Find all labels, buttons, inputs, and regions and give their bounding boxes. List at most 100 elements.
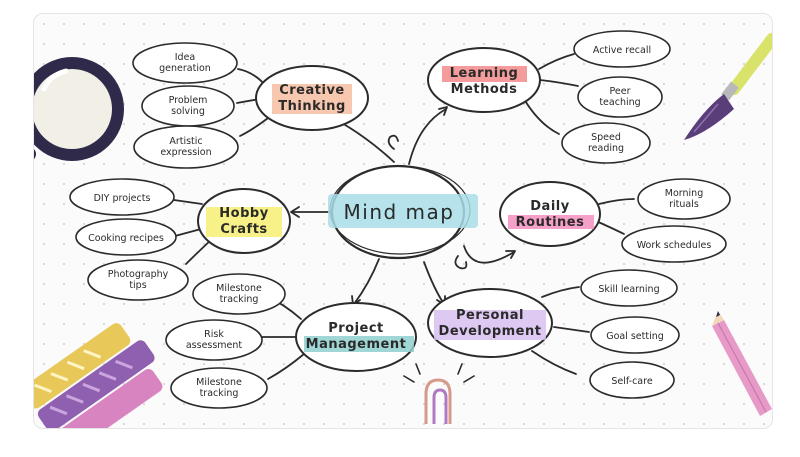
leaf-outline bbox=[75, 218, 177, 256]
connector-center-daily bbox=[463, 245, 515, 264]
branch-daily-routines[interactable]: Daily Routines bbox=[499, 181, 601, 247]
leaf-label-line2: teaching bbox=[599, 97, 640, 108]
branch-label-line1: Personal bbox=[456, 308, 524, 323]
leaf-cooking-recipes[interactable]: Cooking recipes bbox=[75, 218, 177, 256]
paperclip-icon bbox=[403, 363, 475, 424]
leaf-label-line1: Idea bbox=[175, 52, 196, 63]
arrowhead bbox=[438, 106, 448, 116]
leaf-label-line1: Peer bbox=[610, 86, 631, 97]
branch-label-line1: Daily bbox=[530, 199, 569, 214]
leaf-label-line2: generation bbox=[159, 63, 211, 74]
leaf-artistic-expression[interactable]: Artistic expression bbox=[133, 125, 239, 169]
leaf-label: Goal setting bbox=[606, 331, 664, 342]
leaf-outline bbox=[69, 178, 175, 216]
leaf-label: DIY projects bbox=[94, 193, 151, 204]
magnifying-glass-icon bbox=[34, 57, 124, 161]
connector-center-learning bbox=[408, 108, 447, 165]
leaf-risk-assessment[interactable]: Risk assessment bbox=[165, 319, 263, 361]
connector-personal-goal bbox=[553, 326, 590, 333]
mind-map-canvas: Mind map Creative Thinking Idea generati… bbox=[33, 13, 773, 429]
leaf-active-recall[interactable]: Active recall bbox=[573, 30, 671, 68]
leaf-label: Cooking recipes bbox=[88, 233, 164, 244]
branch-label-line2: Thinking bbox=[278, 99, 346, 114]
leaf-outline bbox=[133, 125, 239, 169]
branch-label-line2: Development bbox=[439, 324, 542, 339]
connector-hobby-photo bbox=[185, 238, 213, 265]
connector-daily-work bbox=[595, 220, 625, 235]
leaf-label-line1: Morning bbox=[665, 188, 703, 199]
leaf-outline bbox=[577, 76, 663, 118]
leaf-idea-generation[interactable]: Idea generation bbox=[132, 42, 238, 84]
leaf-label-line1: Speed bbox=[591, 132, 621, 143]
center-node[interactable]: Mind map bbox=[328, 164, 478, 260]
connector-learning-active bbox=[538, 53, 575, 70]
branch-learning-methods[interactable]: Learning Methods bbox=[427, 47, 541, 113]
connector-personal-selfcare bbox=[531, 350, 577, 375]
connector-hobby-cooking bbox=[174, 228, 202, 237]
branch-highlight bbox=[434, 310, 546, 340]
branch-highlight bbox=[304, 336, 414, 352]
leaf-milestone-tracking-2[interactable]: Milestone tracking bbox=[170, 367, 268, 409]
leaf-outline bbox=[590, 316, 680, 354]
leaf-label-line1: Risk bbox=[204, 329, 224, 340]
leaf-outline bbox=[589, 361, 675, 399]
center-label: Mind map bbox=[344, 200, 455, 224]
leaf-label-line1: Milestone bbox=[196, 377, 242, 388]
branch-project-management[interactable]: Project Management bbox=[295, 302, 417, 372]
leaf-label: Skill learning bbox=[598, 284, 659, 295]
leaf-outline bbox=[87, 259, 189, 301]
leaf-label-line2: tips bbox=[129, 280, 146, 291]
leaf-milestone-tracking-1[interactable]: Milestone tracking bbox=[192, 273, 286, 315]
pencil-icon bbox=[712, 311, 772, 416]
leaf-label-line1: Milestone bbox=[216, 283, 262, 294]
connectors bbox=[173, 53, 635, 380]
branch-creative-thinking[interactable]: Creative Thinking bbox=[255, 65, 369, 131]
branch-label-line2: Crafts bbox=[220, 222, 267, 237]
leaf-problem-solving[interactable]: Problem solving bbox=[141, 85, 235, 127]
connector-learning-speed bbox=[523, 98, 560, 135]
leaf-label-line2: expression bbox=[160, 147, 211, 158]
connector-center-personal bbox=[423, 261, 445, 305]
leaf-outline bbox=[165, 319, 263, 361]
leaf-peer-teaching[interactable]: Peer teaching bbox=[577, 76, 663, 118]
leaf-goal-setting[interactable]: Goal setting bbox=[590, 316, 680, 354]
branch-outline bbox=[499, 181, 601, 247]
leaf-outline bbox=[132, 42, 238, 84]
leaf-outline bbox=[573, 30, 671, 68]
leaf-label-line2: reading bbox=[588, 143, 624, 154]
leaf-label-line2: tracking bbox=[220, 294, 259, 305]
leaf-speed-reading[interactable]: Speed reading bbox=[561, 122, 651, 164]
branch-highlight bbox=[272, 84, 352, 114]
connector-project-milestone2 bbox=[267, 353, 305, 380]
swirl-doodle bbox=[387, 134, 399, 150]
branch-highlight bbox=[442, 66, 527, 82]
leaf-label-line2: assessment bbox=[186, 340, 243, 351]
leaf-self-care[interactable]: Self-care bbox=[589, 361, 675, 399]
branch-label-line2: Methods bbox=[451, 82, 518, 97]
connector-daily-morning bbox=[598, 198, 635, 205]
branch-highlight bbox=[508, 215, 594, 229]
branch-label-line1: Hobby bbox=[219, 206, 268, 221]
leaf-label-line1: Photography bbox=[108, 269, 169, 280]
leaf-outline bbox=[621, 225, 727, 263]
arrowhead bbox=[505, 250, 516, 259]
arrowhead bbox=[290, 206, 300, 218]
connector-center-project bbox=[353, 258, 380, 305]
branch-label-line1: Learning bbox=[450, 66, 519, 81]
markers-icon bbox=[34, 323, 163, 428]
leaf-label-line2: solving bbox=[171, 106, 205, 117]
leaf-photography-tips[interactable]: Photography tips bbox=[87, 259, 189, 301]
branch-personal-development[interactable]: Personal Development bbox=[427, 288, 553, 358]
leaf-work-schedules[interactable]: Work schedules bbox=[621, 225, 727, 263]
leaf-morning-rituals[interactable]: Morning rituals bbox=[637, 178, 731, 220]
leaf-diy-projects[interactable]: DIY projects bbox=[69, 178, 175, 216]
mind-map-diagram: Mind map Creative Thinking Idea generati… bbox=[34, 30, 772, 428]
branch-label-line1: Project bbox=[328, 321, 384, 336]
center-highlight bbox=[328, 194, 478, 228]
leaf-label-line2: tracking bbox=[200, 388, 239, 399]
branch-hobby-crafts[interactable]: Hobby Crafts bbox=[197, 188, 291, 254]
leaf-skill-learning[interactable]: Skill learning bbox=[580, 269, 678, 307]
leaf-outline bbox=[170, 367, 268, 409]
leaf-outline bbox=[637, 178, 731, 220]
connector-personal-skill bbox=[541, 286, 580, 298]
